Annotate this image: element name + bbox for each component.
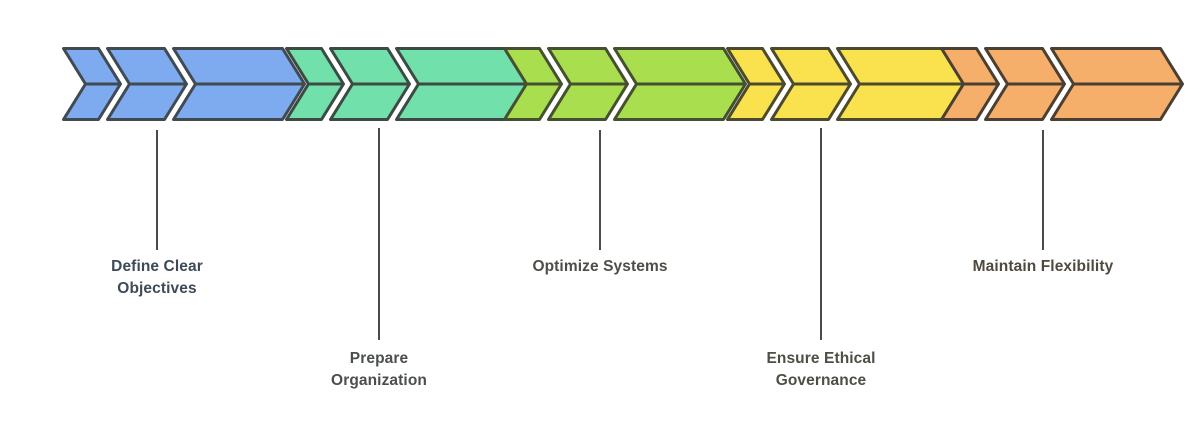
chevron-maintain-flexibility-3[interactable] <box>1050 47 1184 126</box>
chevron-optimize-systems-2[interactable] <box>547 47 629 126</box>
chevron-arrow-icon-3 <box>1050 47 1184 121</box>
stage-label-define-clear-objectives: Define Clear Objectives <box>111 258 203 297</box>
connector-line-optimize-systems <box>598 130 602 250</box>
chevron-group-ensure-ethical-governance[interactable] <box>726 47 976 121</box>
chevron-arrow-icon-1 <box>940 47 1000 121</box>
chevron-arrow-icon-1 <box>285 47 345 121</box>
chevron-arrow-icon-1 <box>503 47 563 121</box>
chevron-ensure-ethical-governance-1[interactable] <box>726 47 786 126</box>
stage-label-prepare-organization: Prepare Organization <box>331 350 427 389</box>
chevron-arrow-icon-1 <box>62 47 122 121</box>
chevron-optimize-systems-1[interactable] <box>503 47 563 126</box>
chevron-group-prepare-organization[interactable] <box>285 47 535 121</box>
chevron-define-clear-objectives-1[interactable] <box>62 47 122 126</box>
connector-line-define-clear-objectives <box>155 130 159 250</box>
chevron-arrow-icon-2 <box>984 47 1066 121</box>
stage-label-optimize-systems: Optimize Systems <box>532 258 668 275</box>
chevron-arrow-icon-2 <box>547 47 629 121</box>
stage-label-ensure-ethical-governance: Ensure Ethical Governance <box>766 350 876 389</box>
chevron-arrow-icon-3 <box>613 47 747 121</box>
chevron-arrow-icon-2 <box>106 47 188 121</box>
chevron-arrow-icon-3 <box>172 47 306 121</box>
chevron-arrow-icon-2 <box>770 47 852 121</box>
stage-label-maintain-flexibility: Maintain Flexibility <box>972 258 1114 275</box>
connector-line-ensure-ethical-governance <box>819 128 823 340</box>
chevron-maintain-flexibility-1[interactable] <box>940 47 1000 126</box>
chevron-prepare-organization-1[interactable] <box>285 47 345 126</box>
chevron-maintain-flexibility-2[interactable] <box>984 47 1066 126</box>
chevron-optimize-systems-3[interactable] <box>613 47 747 126</box>
chevron-define-clear-objectives-2[interactable] <box>106 47 188 126</box>
connector-line-maintain-flexibility <box>1041 130 1045 250</box>
chevron-group-maintain-flexibility[interactable] <box>940 47 1190 121</box>
connector-line-prepare-organization <box>377 128 381 340</box>
chevron-arrow-icon-1 <box>726 47 786 121</box>
chevron-define-clear-objectives-3[interactable] <box>172 47 306 126</box>
chevron-group-optimize-systems[interactable] <box>503 47 753 121</box>
chevron-group-define-clear-objectives[interactable] <box>62 47 312 121</box>
chevron-prepare-organization-2[interactable] <box>329 47 411 126</box>
chevron-ensure-ethical-governance-2[interactable] <box>770 47 852 126</box>
chevron-arrow-icon-2 <box>329 47 411 121</box>
